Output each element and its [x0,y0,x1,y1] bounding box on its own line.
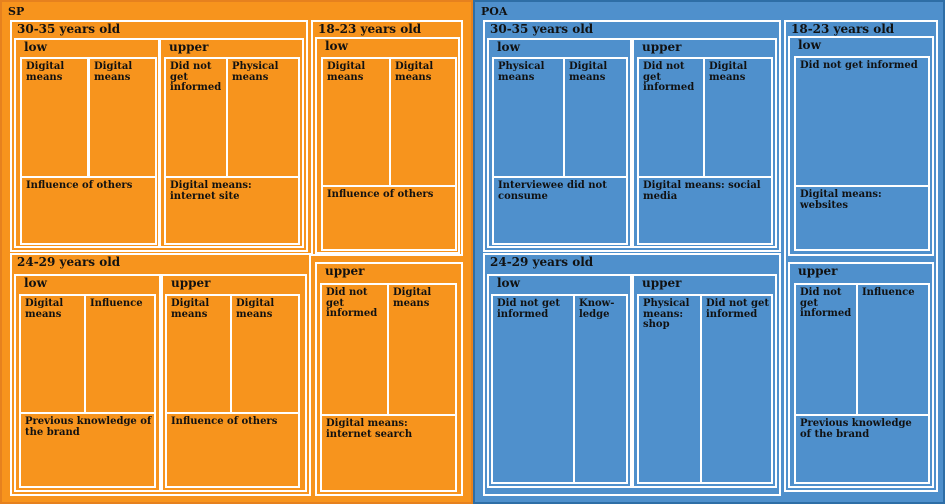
leaf: Know-ledge [573,294,628,484]
leaf: Digital means [389,57,457,187]
age-label: 18-23 years old [791,22,895,36]
leaf-label: Influence of others [26,180,133,191]
leaf-label: Digital means [236,298,275,320]
leaf: Digital means [165,294,232,414]
leaf: Digital means [20,57,89,178]
leaf-label: Did not get informed [706,298,769,320]
leaf: Digital means [703,57,773,178]
leaf: Did not get informed [164,57,228,178]
leaf-label: Digital means: internet search [326,418,413,440]
leaf-label: Digital means [395,61,434,83]
leaf: Influence of others [20,176,157,245]
age-label: 18-23 years old [318,22,422,36]
leaf: Digital means [19,294,86,414]
leaf-label: Influence of others [327,189,434,200]
age-label: 24-29 years old [17,255,121,269]
leaf-label: Did not get informed [800,60,918,71]
leaf-label: Know-ledge [579,298,615,320]
leaf-label: Digital means [709,61,748,83]
leaf: Physical means [226,57,300,178]
income-label: upper [642,40,682,54]
leaf-label: Influence [862,287,915,298]
leaf-label: Influence [90,298,143,309]
leaf: Digital means: internet search [320,414,457,492]
leaf: Physical means [492,57,565,178]
leaf-label: Digital means: websites [800,189,882,211]
leaf-label: Physical means [498,61,545,83]
leaf: Digital means [230,294,300,414]
leaf: Digital means [88,57,157,178]
leaf: Influence of others [165,412,300,488]
income-label: upper [171,276,211,290]
leaf: Interviewee did not consume [492,176,628,245]
leaf: Previous knowledge of the brand [794,414,930,484]
leaf-label: Physical means: shop [643,298,690,330]
leaf: Did not get informed [637,57,705,178]
leaf-label: Digital means: internet site [170,180,252,202]
leaf-label: Digital means [393,287,432,309]
city-label-sp: SP [8,5,25,18]
income-label: upper [169,40,209,54]
leaf: Digital means [563,57,628,178]
city-label-poa: POA [481,5,508,18]
leaf: Digital means: internet site [164,176,300,245]
income-label: low [497,40,520,54]
age-label: 30-35 years old [17,22,121,36]
leaf-label: Digital means [94,61,133,83]
leaf: Digital means: websites [794,185,930,251]
leaf: Influence of others [321,185,457,251]
income-label: low [24,276,47,290]
leaf-label: Digital means [569,61,608,83]
leaf-label: Digital means [25,298,64,320]
leaf: Did not get informed [794,283,858,416]
leaf: Digital means [321,57,391,187]
leaf-label: Physical means [232,61,279,83]
leaf-label: Previous knowledge of the brand [800,418,912,440]
leaf-label: Did not get informed [497,298,560,320]
age-label: 30-35 years old [490,22,594,36]
leaf: Did not get informed [794,56,930,187]
leaf: Digital means [387,283,457,416]
income-label: low [325,39,348,53]
income-label: low [798,38,821,52]
income-label: low [24,40,47,54]
leaf-label: Did not get informed [643,61,695,93]
leaf-label: Did not get informed [170,61,222,93]
income-label: low [497,276,520,290]
leaf: Digital means: social media [637,176,773,245]
leaf: Did not get informed [320,283,389,416]
income-label: upper [798,264,838,278]
leaf-label: Did not get informed [800,287,852,319]
leaf: Did not get informed [700,294,773,484]
leaf: Did not get informed [491,294,575,484]
age-label: 24-29 years old [490,255,594,269]
leaf-label: Previous knowledge of the brand [25,416,152,438]
income-label: upper [642,276,682,290]
leaf: Influence [84,294,156,414]
leaf-label: Influence of others [171,416,278,427]
leaf-label: Digital means [171,298,210,320]
leaf: Physical means: shop [637,294,702,484]
leaf-label: Digital means: social media [643,180,761,202]
leaf-label: Digital means [327,61,366,83]
leaf: Influence [856,283,930,416]
leaf-label: Digital means [26,61,65,83]
income-label: upper [325,264,365,278]
leaf-label: Interviewee did not consume [498,180,607,202]
leaf: Previous knowledge of the brand [19,412,156,488]
leaf-label: Did not get informed [326,287,378,319]
